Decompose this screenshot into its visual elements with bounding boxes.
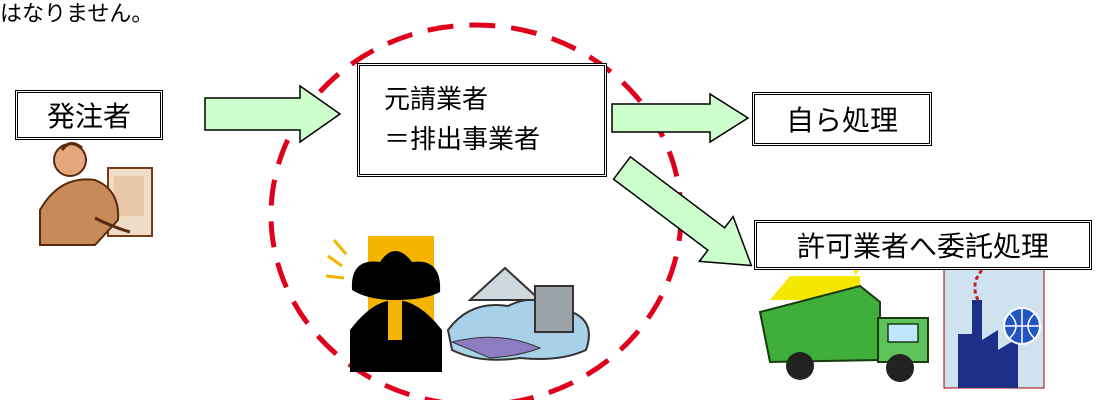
intro-text: はなりません。 [0,2,154,27]
node-self-processing: 自ら処理 [752,92,932,146]
garbage-truck-icon [758,252,929,382]
arrow-contractor-to-self [611,92,750,144]
node-licensed-outsourcing: 許可業者へ委託処理 [754,220,1092,270]
garbage-pile-icon [446,266,590,361]
node-orderer: 発注者 [15,90,163,140]
factory-globe-icon [943,249,1045,389]
arrow-contractor-to-outsourcing [612,155,753,267]
businessman-at-computer-icon [39,142,153,246]
heavy-lifter-dumping-icon [325,236,442,372]
arrow-orderer-to-contractor [204,84,342,144]
node-prime-contractor-line1: 元請業者 [384,85,489,115]
node-prime-contractor-line2: ＝排出事業者 [384,125,541,155]
node-prime-contractor: 元請業者 ＝排出事業者 [357,63,607,177]
